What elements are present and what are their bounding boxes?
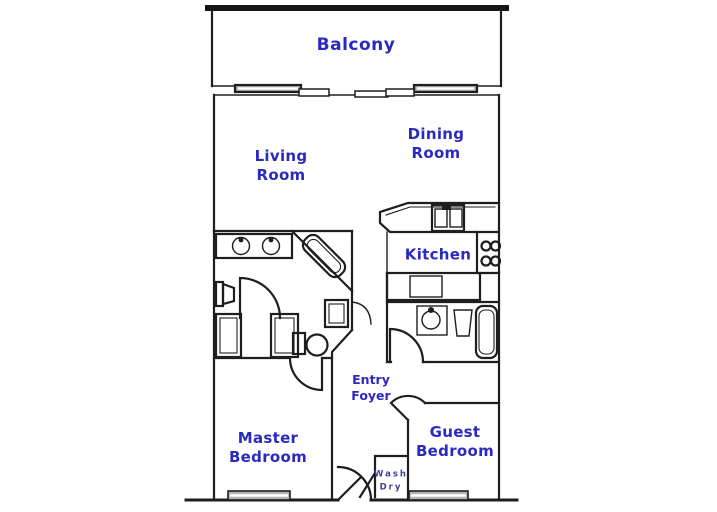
entry-foyer-label: Entry Foyer [351, 372, 391, 403]
master-bedroom-label: Master Bedroom [228, 428, 308, 466]
guest-bedroom-door [389, 394, 427, 422]
master-bath-door [238, 276, 282, 320]
guest-bathtub-icon [474, 304, 499, 360]
dishwasher-icon [409, 275, 443, 298]
master-bedroom-door [288, 356, 324, 392]
kitchen-lower-counter [385, 271, 482, 302]
door-swing-icons [238, 276, 427, 502]
vanity-sink-icon [231, 236, 251, 256]
master-vanity [214, 232, 294, 260]
guest-sink-icon [421, 310, 441, 330]
master-bathtub-icon [301, 233, 347, 279]
master-bath-fixtures [214, 229, 354, 359]
guest-bath-door [388, 327, 425, 364]
guest-toilet-icon [453, 309, 473, 337]
dining-room-label: Dining Room [407, 124, 465, 162]
tub-enclosure-wall [290, 229, 354, 293]
guest-bath-fixtures [416, 304, 499, 360]
sliding-glass-doors-icon [213, 83, 500, 98]
laundry-door [358, 471, 377, 499]
guest-bedroom-label: Guest Bedroom [415, 422, 495, 460]
living-room-label: Living Room [254, 146, 308, 184]
balcony-label: Balcony [316, 35, 396, 56]
kitchen-faucet-icon [442, 205, 451, 210]
guest-sink-counter [416, 305, 448, 336]
kitchen-label: Kitchen [404, 245, 472, 264]
master-toilet-icon [214, 280, 236, 308]
stove-counter [475, 230, 501, 275]
laundry-label: Wash Dry [374, 469, 408, 492]
master-closets-icon [214, 312, 300, 359]
balcony-walls [205, 5, 509, 88]
vanity-sink-icon [261, 236, 281, 256]
stove-burners-icon [480, 240, 502, 267]
shower-icon [323, 298, 350, 329]
kitchen-counter [378, 201, 501, 234]
entry-door [336, 465, 373, 502]
kitchen-fixtures [378, 201, 502, 302]
master-toilet-round-icon [291, 331, 329, 357]
bedroom-windows-icon [227, 490, 469, 501]
